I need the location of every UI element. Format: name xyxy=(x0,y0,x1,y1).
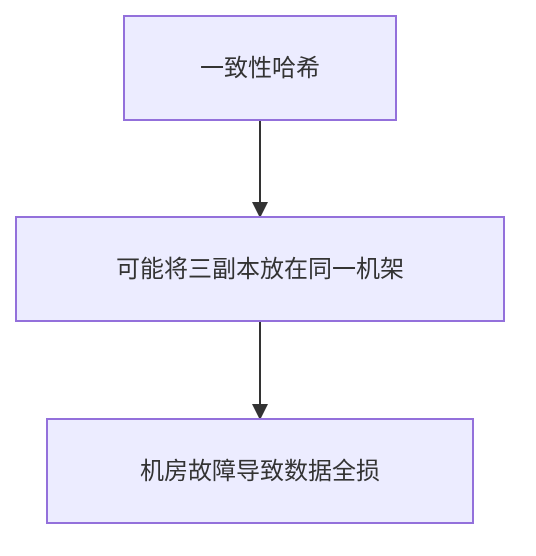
node-label: 可能将三副本放在同一机架 xyxy=(116,255,404,283)
arrow-down-icon xyxy=(252,404,268,420)
flow-node-datacenter-failure[interactable]: 机房故障导致数据全损 xyxy=(46,418,474,524)
edge-n1-to-n2 xyxy=(252,121,268,218)
node-label: 一致性哈希 xyxy=(200,54,320,82)
arrow-down-icon xyxy=(252,202,268,218)
flow-node-same-rack-replicas[interactable]: 可能将三副本放在同一机架 xyxy=(15,216,505,322)
node-label: 机房故障导致数据全损 xyxy=(140,457,380,485)
node-box xyxy=(123,15,397,121)
node-box xyxy=(46,418,474,524)
node-box xyxy=(15,216,505,322)
flow-node-consistent-hashing[interactable]: 一致性哈希 xyxy=(123,15,397,121)
edge-n2-to-n3 xyxy=(252,322,268,420)
